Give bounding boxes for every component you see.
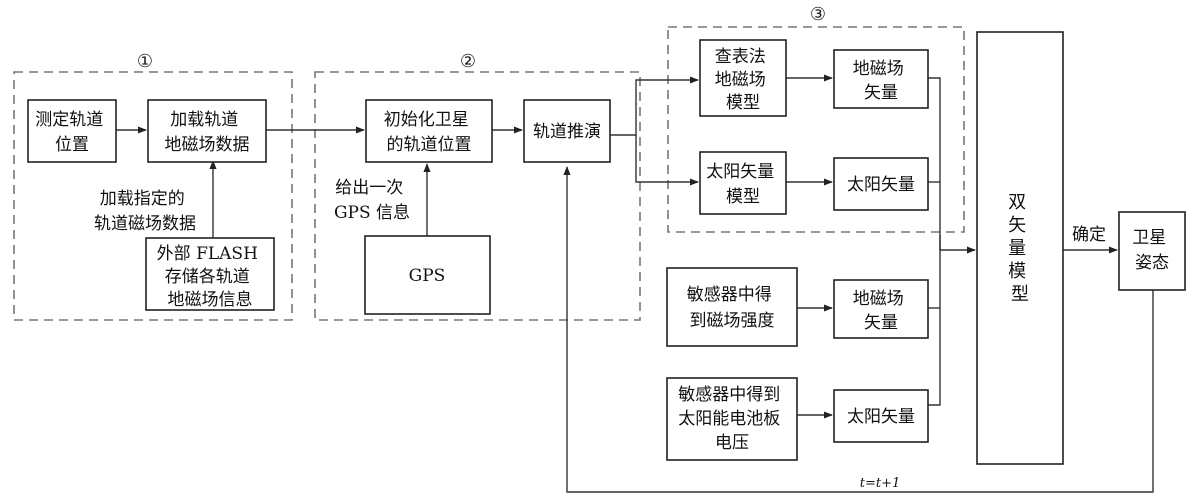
group-2-frame xyxy=(314,71,641,321)
sun-vector-2-text: 太阳矢量 xyxy=(847,407,915,427)
external-flash-text: 外部 FLASH 存储各轨道 地磁场信息 xyxy=(157,244,264,310)
lookup-table-box xyxy=(699,39,787,117)
sun-vector-1-text: 太阳矢量 xyxy=(847,175,915,195)
measure-orbit-text: 测定轨道 位置 xyxy=(35,110,108,155)
orbit-prop-box xyxy=(523,99,611,163)
load-specified-label: 加载指定的 轨道磁场数据 xyxy=(94,189,196,234)
init-satellite-text: 初始化卫星 的轨道位置 xyxy=(384,110,474,155)
sun-vector-1-box xyxy=(833,157,929,211)
dual-vector-model-box xyxy=(976,31,1064,465)
arrow-bus-to-dual xyxy=(939,235,976,254)
sensor-field-box xyxy=(666,267,798,347)
init-satellite-box xyxy=(365,99,493,163)
loop-increment-label: t=t+1 xyxy=(860,476,901,491)
lookup-table-text: 查表法 地磁场 模型 xyxy=(715,47,771,113)
gps-box xyxy=(364,235,491,315)
sensor-field-text: 敏感器中得 到磁场强度 xyxy=(687,285,777,331)
load-orbit-field-text: 加载轨道 地磁场数据 xyxy=(165,110,250,155)
gps-text: GPS xyxy=(409,266,446,286)
sensor-solar-text: 敏感器中得到 太阳能电池板 电压 xyxy=(678,385,785,453)
field-vector-2-box xyxy=(833,279,929,339)
field-vector-1-text: 地磁场 矢量 xyxy=(853,59,909,103)
external-flash-box xyxy=(145,237,275,311)
load-orbit-field-box xyxy=(147,99,267,163)
field-vector-1-box xyxy=(833,49,929,109)
group-3-frame xyxy=(667,26,965,233)
arrow-prop-to-lookup xyxy=(610,76,699,136)
bus-collector xyxy=(928,77,941,406)
determine-label: 确定 xyxy=(1072,225,1106,245)
sun-vector-model-text: 太阳矢量 模型 xyxy=(706,162,779,207)
group-3-number: ③ xyxy=(810,4,826,25)
group-1-number: ① xyxy=(137,51,153,72)
sun-vector-2-box xyxy=(833,389,929,443)
satellite-attitude-text: 卫星 姿态 xyxy=(1132,228,1171,273)
measure-orbit-box xyxy=(27,99,117,163)
sun-vector-model-box xyxy=(699,151,787,215)
orbit-prop-text: 轨道推演 xyxy=(533,122,601,142)
dual-vector-model-text: 双 矢 量 模 型 xyxy=(1008,192,1032,305)
group-2-number: ② xyxy=(460,51,476,72)
gps-given-label: 给出一次 GPS 信息 xyxy=(334,178,410,223)
field-vector-2-text: 地磁场 矢量 xyxy=(853,289,909,333)
sensor-solar-box xyxy=(666,377,798,461)
feedback-loop-line xyxy=(563,166,1154,493)
group-1-frame xyxy=(13,71,293,321)
satellite-attitude-box xyxy=(1118,211,1186,291)
arrow-prop-to-sun-model xyxy=(635,135,699,186)
